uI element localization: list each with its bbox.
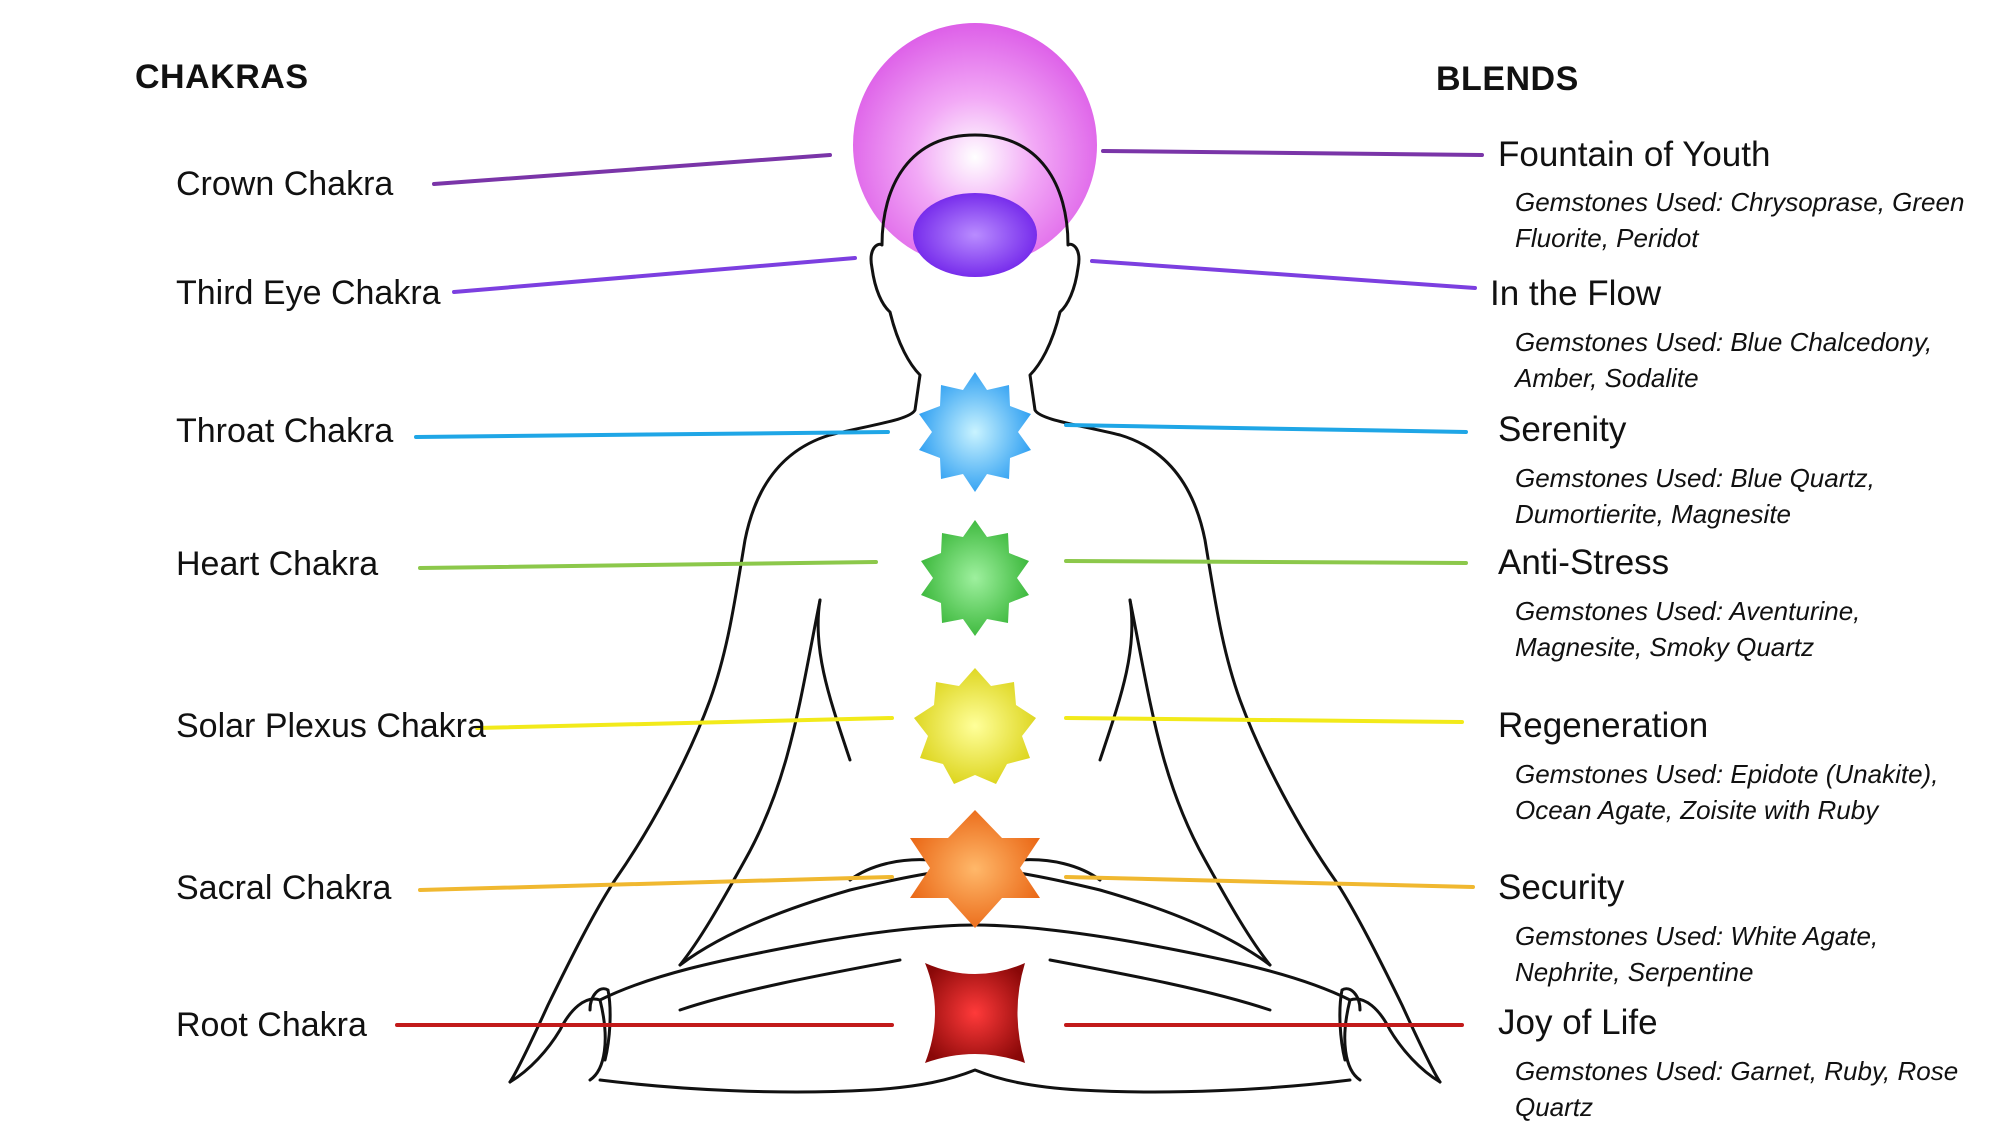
third-eye-chakra-gem xyxy=(913,193,1037,277)
blend-name: In the Flow xyxy=(1490,274,1662,313)
throat-left-line xyxy=(414,430,890,439)
crown-left-line xyxy=(432,153,832,186)
chakra-label-sacral: Sacral Chakra xyxy=(176,869,392,907)
solar-plexus-chakra-gem xyxy=(914,668,1036,784)
chakras-heading: CHAKRAS xyxy=(135,58,309,96)
blend-gemstones: Gemstones Used: White Agate,Nephrite, Se… xyxy=(1515,921,1879,987)
left-connectors xyxy=(395,153,894,1027)
blend-name: Fountain of Youth xyxy=(1498,135,1771,174)
sacral-left-line xyxy=(418,875,894,892)
meditating-figure-outline xyxy=(508,133,1442,1094)
third-eye-right-line xyxy=(1090,259,1477,290)
solar-plexus-right-line xyxy=(1064,716,1464,724)
heart-chakra-gem xyxy=(921,520,1029,636)
chakra-label-solar-plexus: Solar Plexus Chakra xyxy=(176,707,486,745)
heart-left-line xyxy=(418,560,878,570)
crown-chakra-halo xyxy=(853,23,1097,267)
throat-chakra-gem xyxy=(919,372,1031,492)
right-connectors xyxy=(1064,149,1484,1027)
blend-name: Security xyxy=(1498,868,1625,907)
heart-right-line xyxy=(1064,559,1468,565)
blends-heading: BLENDS xyxy=(1436,60,1579,98)
throat-right-line xyxy=(1064,423,1468,434)
chakra-label-third-eye: Third Eye Chakra xyxy=(176,274,441,312)
blend-gemstones: Gemstones Used: Blue Quartz,Dumortierite… xyxy=(1515,463,1875,529)
sacral-right-line xyxy=(1064,875,1475,889)
crown-right-line xyxy=(1101,149,1484,157)
blend-name: Regeneration xyxy=(1498,706,1709,745)
blend-name: Anti-Stress xyxy=(1498,543,1670,582)
third-eye-left-line xyxy=(452,256,857,294)
blend-gemstones: Gemstones Used: Epidote (Unakite),Ocean … xyxy=(1515,759,1939,825)
chakra-label-throat: Throat Chakra xyxy=(176,412,394,450)
sacral-chakra-gem xyxy=(910,810,1040,928)
root-chakra-gem xyxy=(925,963,1025,1063)
blend-gemstones: Gemstones Used: Blue Chalcedony,Amber, S… xyxy=(1515,327,1933,393)
chakra-label-root: Root Chakra xyxy=(176,1006,367,1044)
chakra-label-crown: Crown Chakra xyxy=(176,165,394,203)
blend-name: Serenity xyxy=(1498,410,1627,449)
blend-name: Joy of Life xyxy=(1498,1003,1658,1042)
solar-plexus-left-line xyxy=(475,716,894,730)
chakra-label-heart: Heart Chakra xyxy=(176,545,379,583)
blend-gemstones: Gemstones Used: Aventurine,Magnesite, Sm… xyxy=(1515,596,1861,662)
